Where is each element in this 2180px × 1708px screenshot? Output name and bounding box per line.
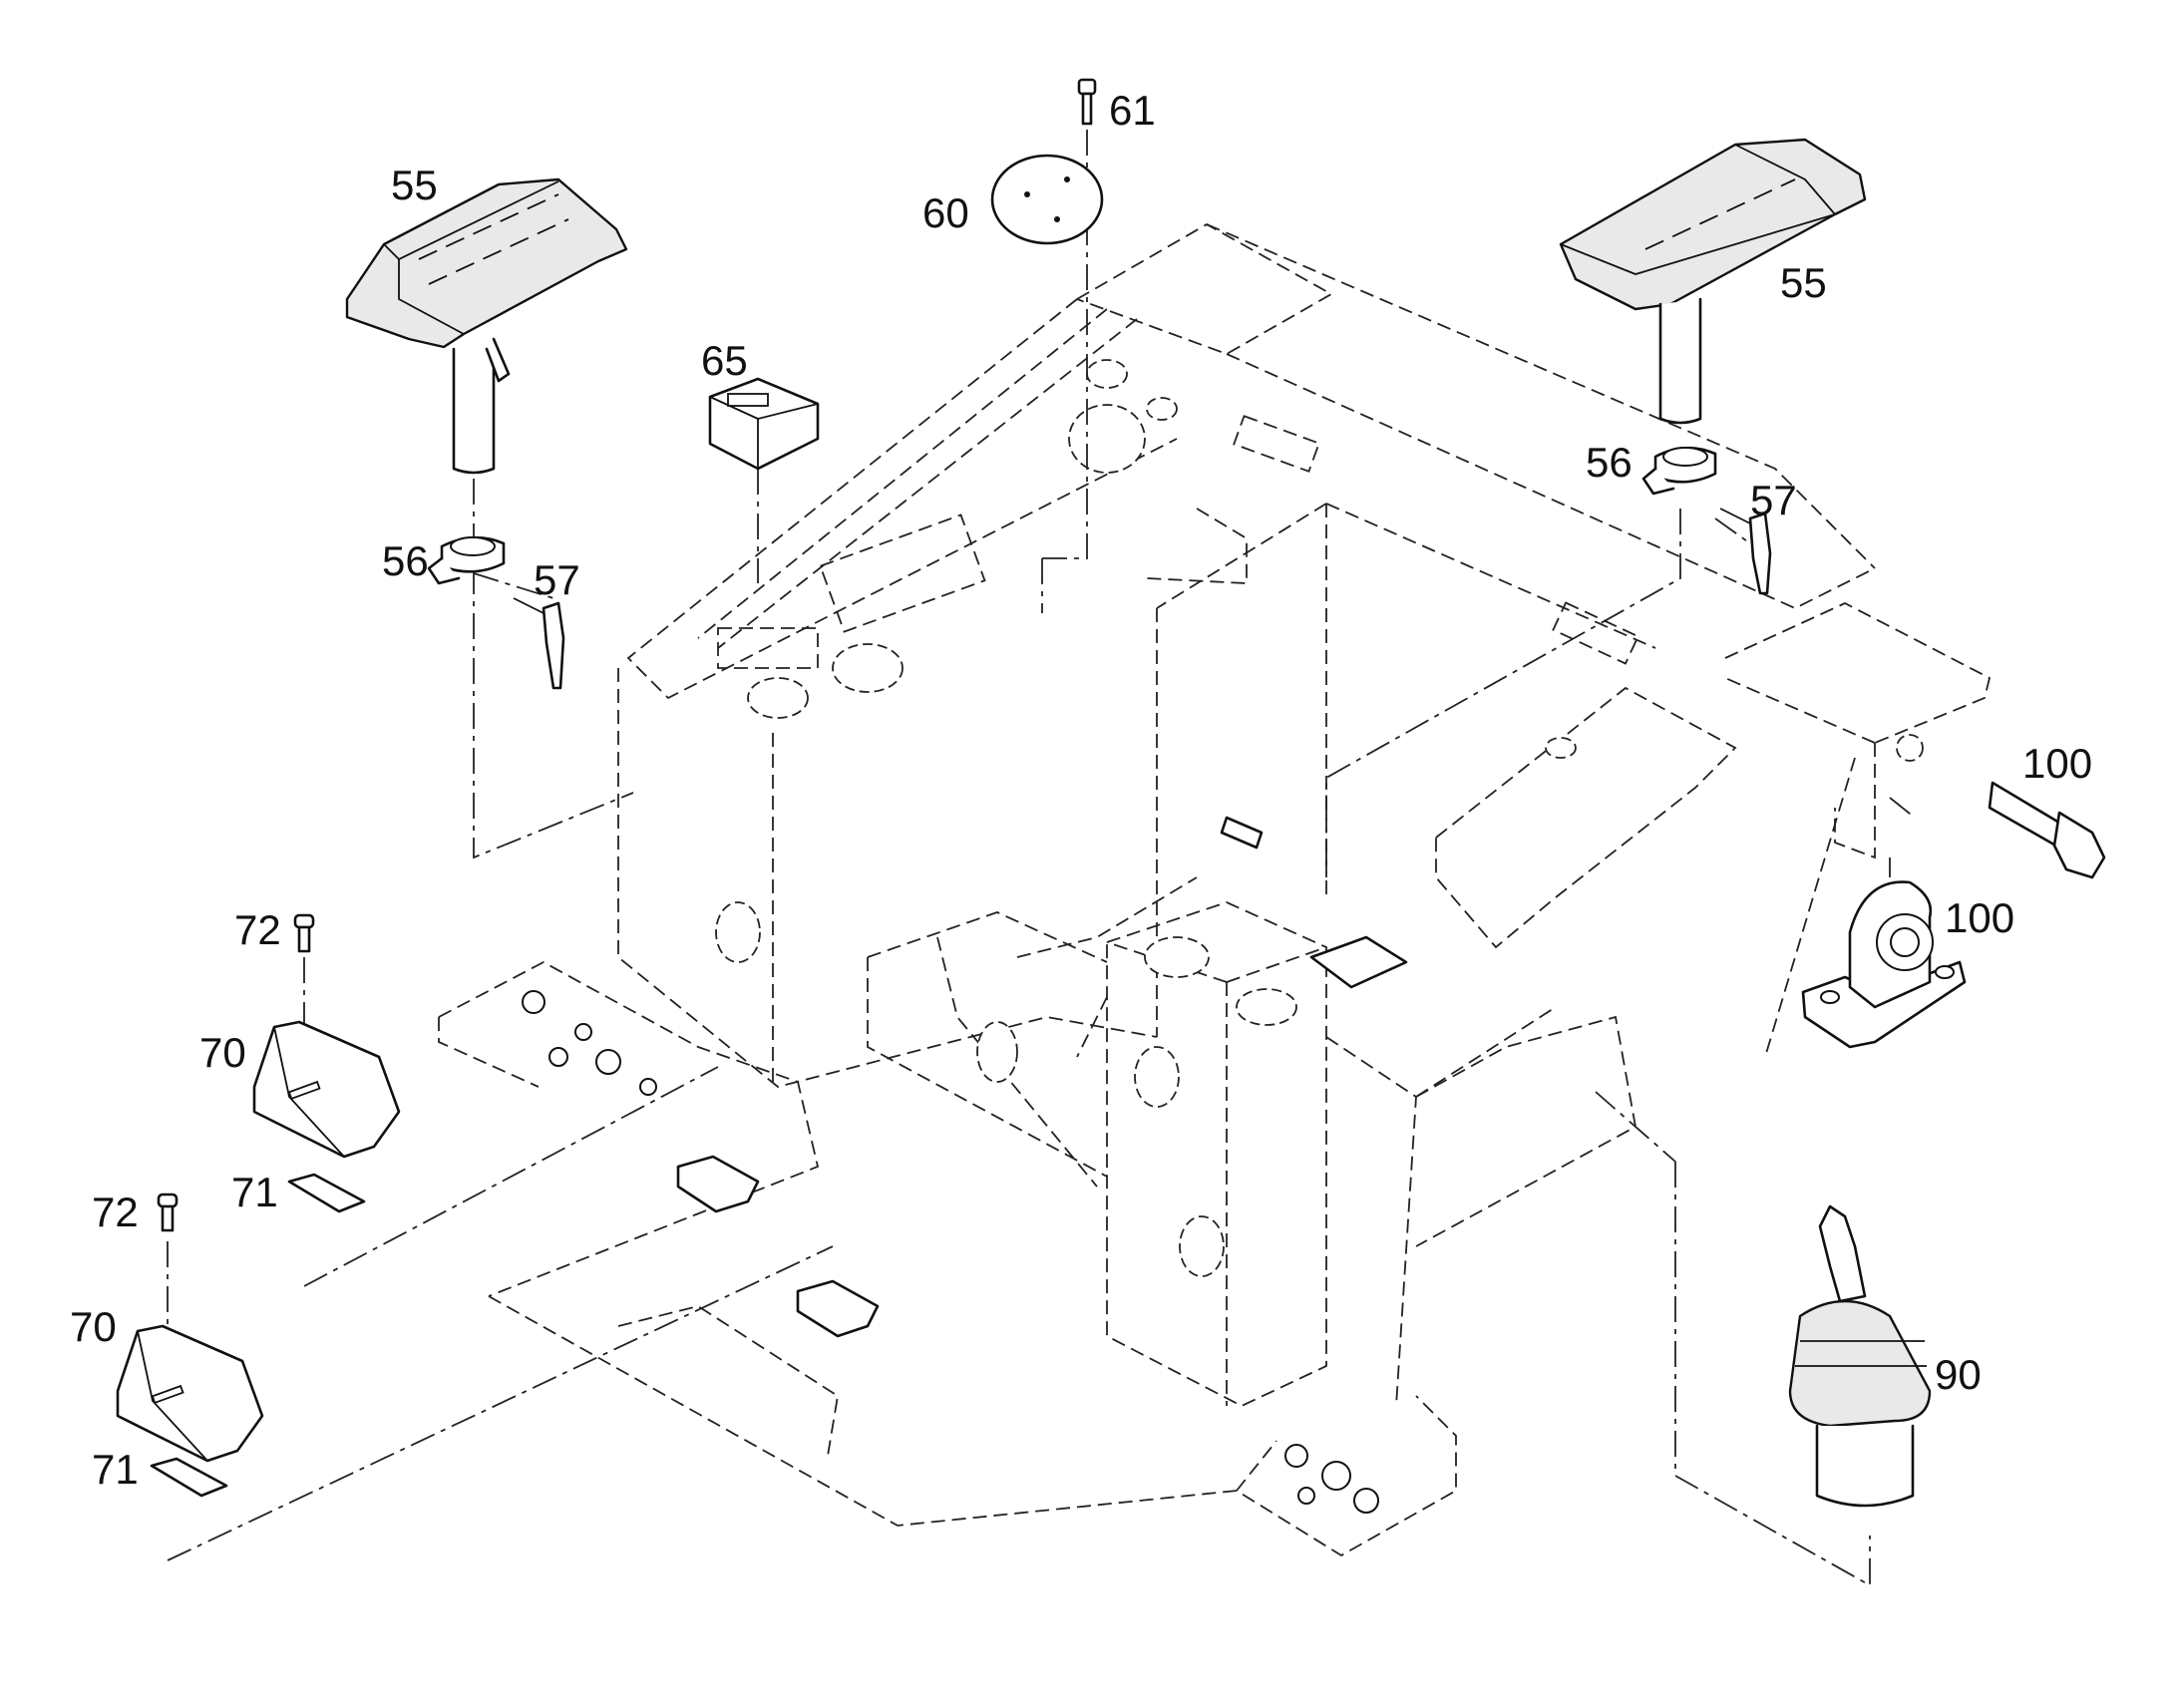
bolt-72-upper	[293, 913, 315, 953]
callout-labels: 55 55 56 56 57 57 60 61 65 70 70 71 71 7…	[70, 87, 2092, 1493]
callout-61: 61	[1109, 87, 1156, 134]
lever-left	[513, 597, 565, 690]
callout-55-left: 55	[391, 162, 438, 208]
armrest-right	[1559, 138, 1867, 425]
joystick	[1788, 1204, 1932, 1508]
callout-65: 65	[701, 337, 748, 384]
shim-lower	[150, 1457, 228, 1498]
callout-100-bearing: 100	[1945, 894, 2014, 941]
callout-71-lower: 71	[92, 1446, 139, 1493]
bolt-72-lower	[157, 1193, 179, 1232]
frame-pads	[676, 816, 1408, 1338]
callout-57-right: 57	[1750, 477, 1797, 523]
callout-71-upper: 71	[231, 1169, 278, 1215]
screw-top	[1077, 78, 1097, 126]
callout-56-right: 56	[1586, 439, 1633, 486]
callout-90: 90	[1935, 1351, 1982, 1398]
bracket-upper	[252, 1020, 401, 1159]
callout-55-right: 55	[1780, 259, 1827, 306]
bracket-lower	[116, 1324, 264, 1463]
assembly-leader-lines	[167, 130, 1916, 1587]
clamp-left	[427, 535, 506, 585]
callout-72-lower: 72	[92, 1189, 139, 1235]
callout-70-upper: 70	[199, 1029, 246, 1076]
lever-right	[1719, 508, 1772, 595]
seat-frame-outline	[438, 222, 1992, 1557]
clamp-right	[1641, 446, 1717, 496]
callout-60: 60	[922, 189, 969, 236]
callout-56-left: 56	[382, 537, 429, 584]
bearing-block	[1801, 880, 1967, 1049]
callout-72-upper: 72	[234, 906, 281, 953]
callout-70-lower: 70	[70, 1303, 117, 1350]
shim-upper	[287, 1173, 366, 1213]
bolt-100	[1988, 781, 2106, 879]
frame-holes	[522, 359, 1924, 1514]
socket-box	[708, 377, 820, 471]
callout-100-bolt: 100	[2022, 740, 2092, 787]
armrest-left	[345, 177, 628, 475]
callout-57-left: 57	[534, 556, 580, 603]
cover-plate	[990, 154, 1104, 245]
